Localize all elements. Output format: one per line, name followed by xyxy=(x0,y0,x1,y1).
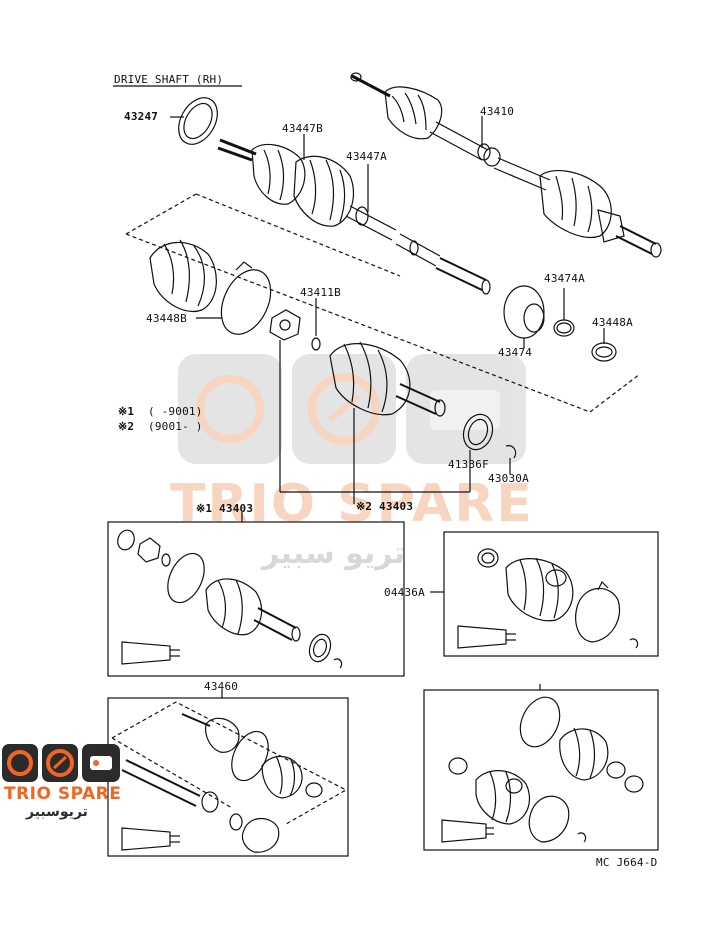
inner-joint-housing xyxy=(329,341,446,492)
logo-brand: TRIO SPARE xyxy=(4,784,122,804)
part-label-43247: 43247 xyxy=(124,110,159,123)
box3-contents xyxy=(111,701,348,853)
part-label-43448B: 43448B xyxy=(146,312,187,325)
note-range-2: (9001- ) xyxy=(148,420,203,433)
logo-arabic: تريوسبير xyxy=(26,804,88,820)
note-mark-2: ※2 xyxy=(118,420,135,433)
part-label-43447A: 43447A xyxy=(346,150,387,163)
box-boot-kit xyxy=(423,689,659,851)
ring-41336F xyxy=(462,413,517,492)
watermark-brand: TRIO SPARE xyxy=(170,474,534,534)
part-label-43030A: 43030A xyxy=(488,472,529,485)
bearing-43474 xyxy=(503,285,617,362)
part-label-43403-1: ※1 43403 xyxy=(196,502,254,515)
note-range-1: ( -9001) xyxy=(148,405,203,418)
note-mark-1: ※1 xyxy=(118,405,135,418)
watermark-arabic: تريو سبير xyxy=(262,536,406,571)
diagram-title: DRIVE SHAFT (RH) xyxy=(114,73,224,86)
part-label-43410: 43410 xyxy=(480,105,515,118)
part-label-43447B: 43447B xyxy=(282,122,323,135)
part-label-43403-2: ※2 43403 xyxy=(356,500,414,513)
part-label-43448A: 43448A xyxy=(592,316,633,329)
part-label-43474: 43474 xyxy=(498,346,533,359)
part-label-43411B: 43411B xyxy=(300,286,341,299)
box2-contents xyxy=(457,548,639,649)
shaft-assembly-43410 xyxy=(350,72,662,258)
spider-43411B xyxy=(269,298,321,492)
inner-boot-43448B xyxy=(149,239,272,335)
box-04436A xyxy=(443,531,659,657)
ring-43247 xyxy=(170,97,218,145)
part-label-41336F: 41336F xyxy=(448,458,489,471)
box1-contents xyxy=(117,529,343,669)
diagram-code: MC J664-D xyxy=(596,856,658,869)
outer-joint-assembly xyxy=(217,134,491,295)
box4-contents xyxy=(441,696,644,843)
part-label-04436A: 04436A xyxy=(384,586,425,599)
part-label-43474A: 43474A xyxy=(544,272,585,285)
box-43403 xyxy=(107,521,405,677)
part-label-43460: 43460 xyxy=(204,680,239,693)
